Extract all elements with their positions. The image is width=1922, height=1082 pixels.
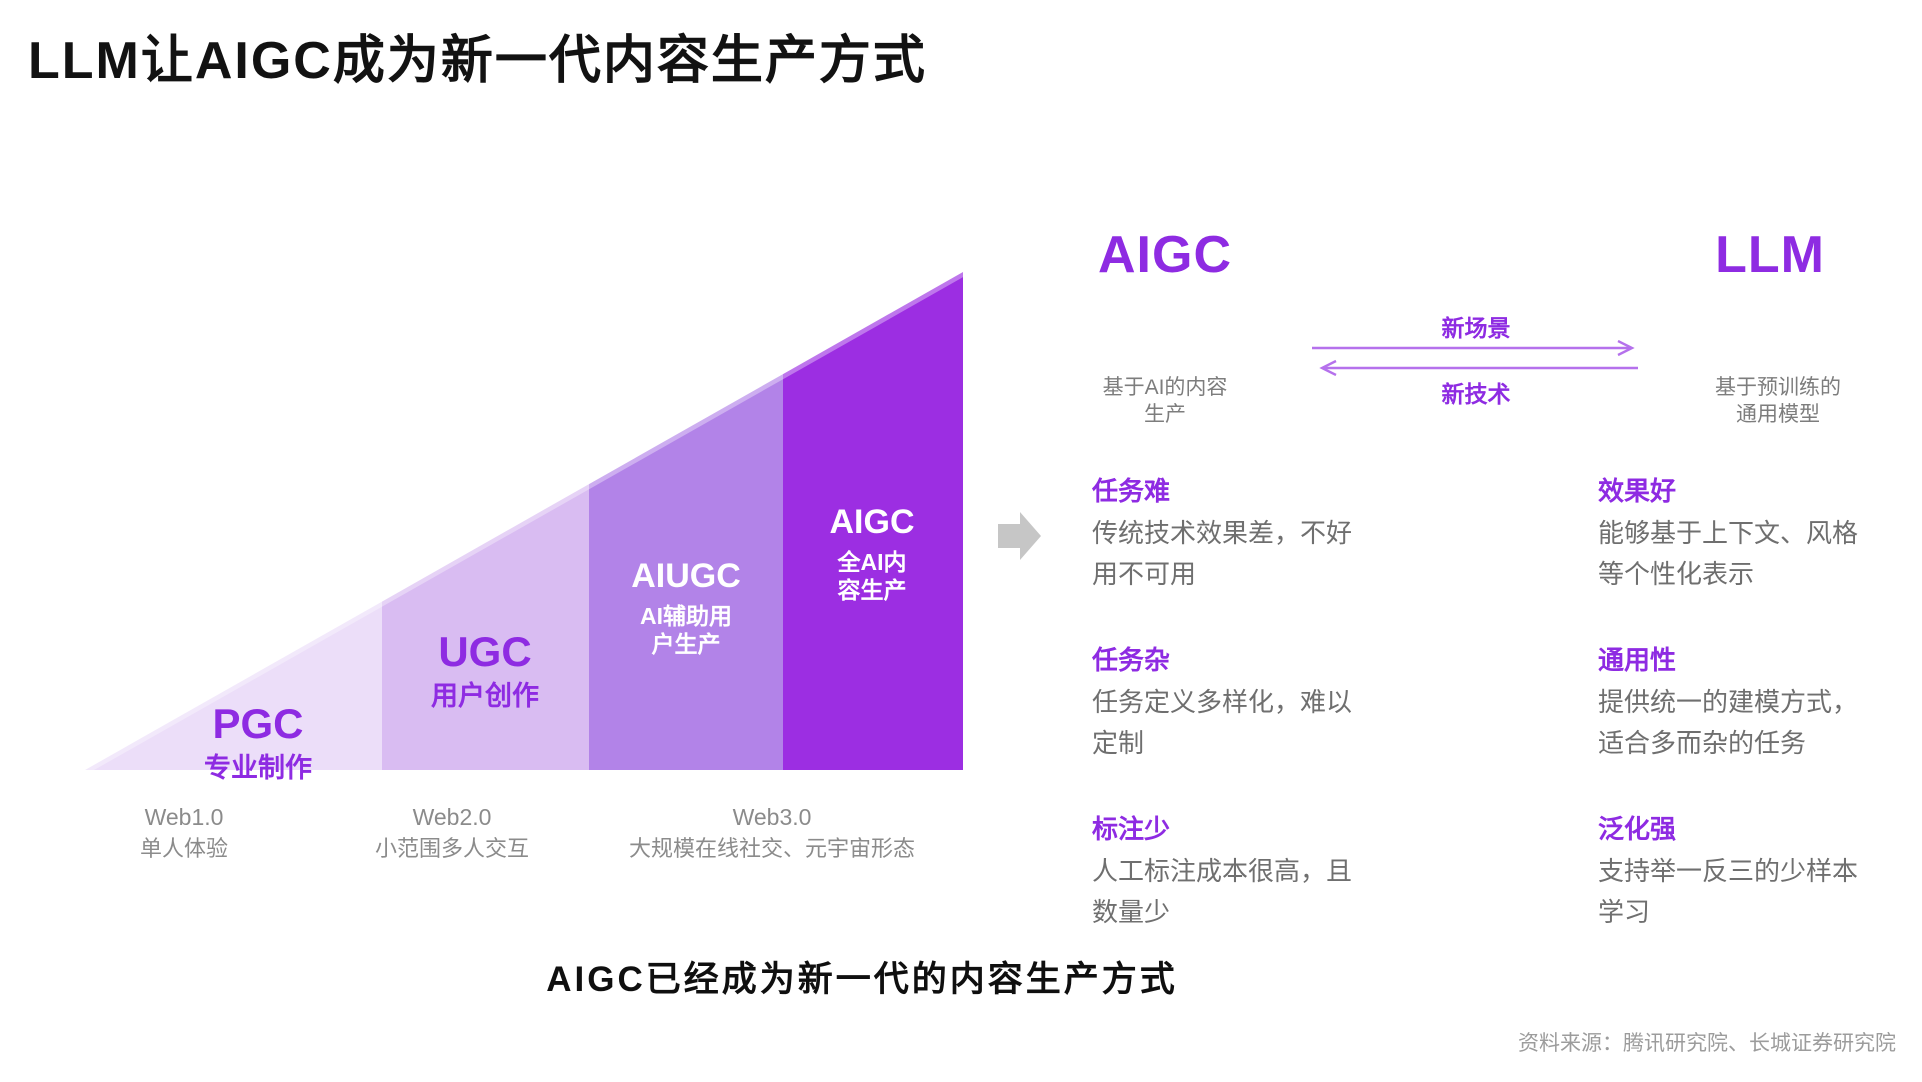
- stage-label-aiugc: AIUGC AI辅助用 户生产: [631, 556, 741, 658]
- aigc-band-shape: [783, 272, 963, 770]
- stage-aiugc-abbr: AIUGC: [631, 557, 741, 595]
- stage-aiugc-desc-line1: AI辅助用: [640, 603, 732, 629]
- stage-label-ugc: UGC 用户创作: [431, 628, 539, 712]
- feature-generalization: 泛化强 支持举一反三的少样本学习: [1598, 813, 1883, 933]
- aiugc-band-shape: [589, 374, 783, 770]
- stage-aigc-desc-line1: 全AI内: [837, 549, 907, 575]
- transition-arrow-shape: [998, 512, 1041, 560]
- feature-task-varied-desc: 任务定义多样化，难以定制: [1092, 687, 1353, 758]
- stage-label-pgc: PGC 专业制作: [204, 700, 312, 784]
- llm-header: LLM: [1715, 226, 1825, 284]
- ugc-band-shape: [382, 484, 589, 770]
- flow-arrows: [1312, 340, 1638, 376]
- feature-task-hard-heading: 任务难: [1092, 476, 1171, 506]
- feature-generality-desc: 提供统一的建模方式，适合多而杂的任务: [1598, 687, 1859, 758]
- feature-generality: 通用性 提供统一的建模方式，适合多而杂的任务: [1598, 644, 1883, 764]
- feature-task-hard: 任务难 传统技术效果差，不好用不可用: [1092, 475, 1377, 595]
- stage-ugc-abbr: UGC: [438, 628, 532, 675]
- llm-subtitle: 基于预训练的 通用模型: [1715, 374, 1841, 428]
- stage-pgc-desc: 专业制作: [204, 753, 312, 783]
- feature-generalization-desc: 支持举一反三的少样本学习: [1598, 856, 1859, 927]
- feature-generality-heading: 通用性: [1598, 645, 1677, 675]
- era-label-web2: Web2.0 小范围多人交互: [375, 802, 529, 864]
- hypotenuse-highlight: [82, 268, 966, 774]
- source-note: 资料来源：腾讯研究院、长城证券研究院: [1518, 1032, 1896, 1055]
- feature-generalization-heading: 泛化强: [1598, 814, 1677, 844]
- aigc-subtitle-line2: 生产: [1144, 403, 1186, 426]
- feature-few-labels-desc: 人工标注成本很高，且数量少: [1092, 856, 1353, 927]
- stage-ugc-desc: 用户创作: [431, 681, 539, 711]
- era-web1-name: Web1.0: [144, 804, 224, 830]
- era-label-web1: Web1.0 单人体验: [140, 802, 228, 864]
- new-scene-arrow-icon: [1312, 340, 1635, 357]
- pgc-band-shape: [85, 601, 382, 770]
- feature-task-hard-desc: 传统技术效果差，不好用不可用: [1092, 518, 1353, 589]
- new-tech-arrow-icon: [1319, 359, 1638, 376]
- stage-aiugc-desc-line2: 户生产: [651, 631, 721, 657]
- era-label-web3: Web3.0 大规模在线社交、元宇宙形态: [629, 802, 915, 864]
- transition-arrow-icon: [998, 512, 1041, 560]
- feature-good-effect: 效果好 能够基于上下文、风格等个性化表示: [1598, 475, 1883, 595]
- aigc-header: AIGC: [1098, 226, 1232, 284]
- bottom-caption: AIGC已经成为新一代的内容生产方式: [546, 960, 1178, 999]
- era-web3-name: Web3.0: [732, 804, 812, 830]
- era-web2-desc: 小范围多人交互: [374, 836, 530, 861]
- feature-good-effect-heading: 效果好: [1598, 476, 1677, 506]
- page-title: LLM让AIGC成为新一代内容生产方式: [28, 32, 927, 90]
- aigc-subtitle: 基于AI的内容 生产: [1103, 374, 1228, 428]
- new-scene-label: 新场景: [1441, 315, 1511, 341]
- era-web1-desc: 单人体验: [139, 836, 229, 861]
- stage-label-aigc: AIGC 全AI内 容生产: [830, 502, 915, 604]
- stage-aigc-abbr: AIGC: [829, 503, 915, 541]
- feature-task-varied-heading: 任务杂: [1092, 645, 1171, 675]
- feature-few-labels-heading: 标注少: [1092, 814, 1171, 844]
- feature-task-varied: 任务杂 任务定义多样化，难以定制: [1092, 644, 1377, 764]
- stage-pgc-abbr: PGC: [212, 700, 304, 747]
- feature-good-effect-desc: 能够基于上下文、风格等个性化表示: [1598, 518, 1859, 589]
- era-web3-desc: 大规模在线社交、元宇宙形态: [628, 836, 916, 861]
- feature-few-labels: 标注少 人工标注成本很高，且数量少: [1092, 813, 1377, 933]
- aigc-subtitle-line1: 基于AI的内容: [1102, 376, 1228, 399]
- llm-subtitle-line1: 基于预训练的: [1715, 376, 1841, 399]
- stage-aigc-desc-line2: 容生产: [837, 577, 907, 603]
- new-tech-label: 新技术: [1441, 381, 1511, 407]
- era-web2-name: Web2.0: [412, 804, 492, 830]
- llm-subtitle-line2: 通用模型: [1736, 403, 1820, 426]
